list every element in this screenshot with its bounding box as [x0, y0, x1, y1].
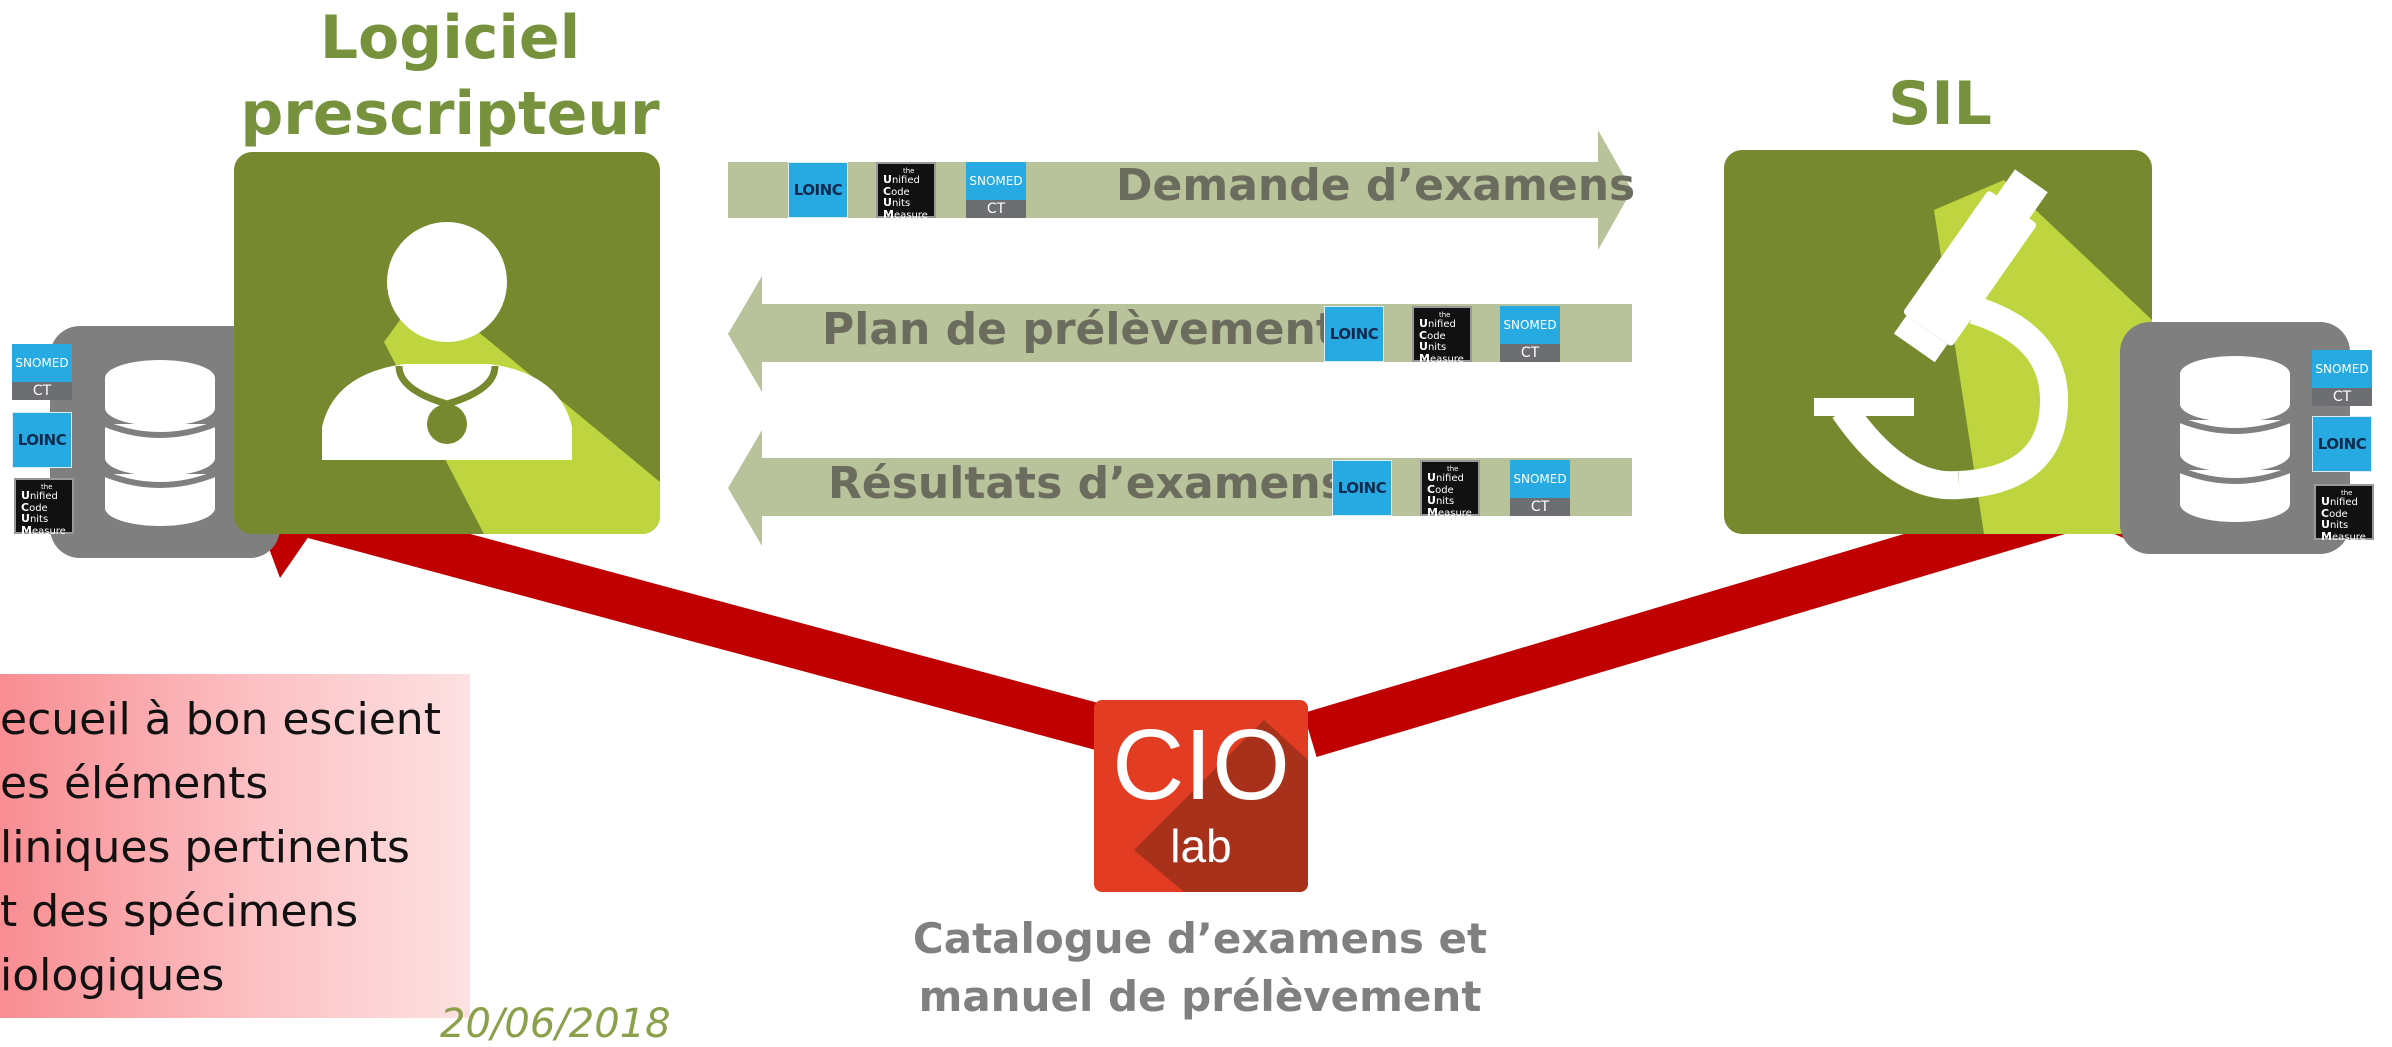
microscope-icon	[1814, 169, 2152, 534]
note-line2: es éléments	[0, 758, 269, 809]
cio-logo-sub: lab	[1170, 820, 1232, 872]
sil-tile	[1724, 150, 2152, 534]
cio-caption-line1: Catalogue d’examens et	[912, 914, 1488, 963]
ucum-badge-right: the Unified Code Units Measure	[2314, 484, 2374, 542]
arrow-request-label: Demande d’examens	[1116, 160, 1636, 211]
prescriber-title: Logiciel prescripteur	[230, 0, 670, 152]
cio-caption: Catalogue d’examens et manuel de prélève…	[870, 910, 1530, 1026]
sil-database	[2120, 322, 2350, 554]
database-icon-right	[2178, 356, 2292, 522]
note-line3: liniques pertinents	[0, 822, 410, 873]
note-line4: t des spécimens	[0, 886, 359, 937]
loinc-badge-right: LOINC	[2312, 416, 2372, 472]
note-box: ecueil à bon escient es éléments linique…	[0, 674, 470, 1018]
ucum-badge-request: the Unified Code Units Measure	[876, 162, 936, 220]
footer-date: 20/06/2018	[440, 1001, 671, 1047]
loinc-badge-sampling: LOINC	[1324, 306, 1384, 362]
ucum-badge-left: the Unified Code Units Measure	[14, 478, 74, 536]
loinc-badge-results: LOINC	[1332, 460, 1392, 516]
cio-logo-shadow	[1134, 720, 1308, 892]
note-line5: iologiques	[0, 950, 225, 1001]
snomed-badge-request: SNOMED CT	[966, 162, 1026, 218]
loinc-badge-request: LOINC	[788, 162, 848, 218]
snomed-badge-results: SNOMED CT	[1510, 460, 1570, 516]
sil-title: SIL	[1888, 69, 1992, 139]
database-icon	[103, 360, 217, 526]
prescriber-title-line1: Logiciel	[319, 3, 581, 73]
snomed-badge-right: SNOMED CT	[2312, 350, 2372, 406]
prescriber-tile	[234, 152, 660, 534]
prescriber-title-line2: prescripteur	[240, 79, 660, 149]
cio-caption-line2: manuel de prélèvement	[918, 972, 1482, 1021]
arrow-results-label: Résultats d’examens	[828, 458, 1347, 509]
snomed-badge-sampling: SNOMED CT	[1500, 306, 1560, 362]
cio-logo-main: CIO	[1112, 709, 1290, 821]
snomed-badge-left: SNOMED CT	[12, 344, 72, 400]
arrow-sampling-plan-label: Plan de prélèvements	[822, 304, 1364, 355]
loinc-badge-left: LOINC	[12, 412, 72, 468]
cio-lab-logo: CIO lab	[1094, 700, 1308, 892]
note-line1: ecueil à bon escient	[0, 694, 441, 745]
ucum-badge-sampling: the Unified Code Units Measure	[1412, 306, 1472, 364]
doctor-icon	[322, 222, 660, 534]
ucum-badge-results: the Unified Code Units Measure	[1420, 460, 1480, 518]
